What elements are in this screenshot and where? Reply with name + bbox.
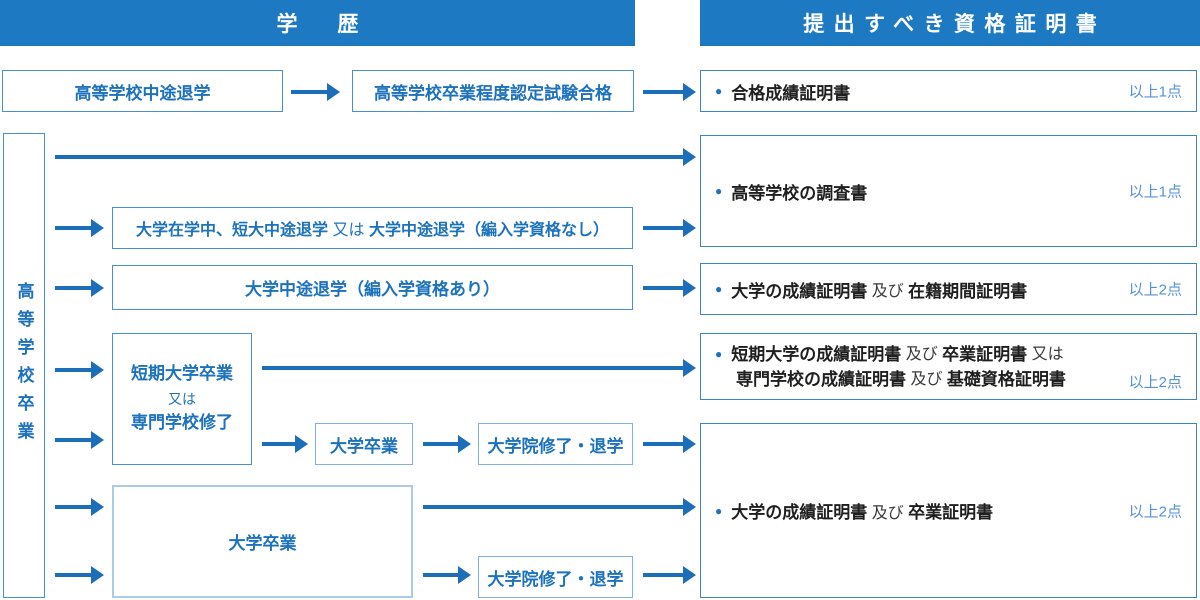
arrow-gradschool-top-to-cert5 <box>643 435 696 453</box>
header-education-history: 学 歴 <box>0 0 635 46</box>
cert-box-passing-transcript: ● 合格成績証明書 以上1点 <box>700 70 1197 112</box>
cert-count: 以上1点 <box>1128 183 1182 201</box>
bullet-icon: ● <box>715 503 723 518</box>
arrow-univgradbig-to-gradschool-bottom <box>423 566 471 584</box>
arrow-hsgrad-to-univenrolled <box>55 219 104 237</box>
arrow-jc-to-univgrad <box>262 435 308 453</box>
header-education-history-label: 学 歴 <box>276 13 368 36</box>
cert-count: 以上1点 <box>1128 83 1182 101</box>
arrow-hsgrad-to-univgradbig-upper <box>55 498 104 516</box>
arrow-equivalency-to-cert1 <box>643 83 696 101</box>
arrow-univgradbig-to-cert5 <box>423 498 696 516</box>
arrow-jc-to-cert4 <box>262 359 696 377</box>
arrow-univgrad-to-gradschool-top <box>423 435 471 453</box>
box-junior-college: 短期大学卒業 又は 専門学校修了 <box>112 333 252 465</box>
bullet-icon: ● <box>715 184 723 198</box>
box-hs-dropout: 高等学校中途退学 <box>2 70 283 112</box>
box-univ-grad-small: 大学卒業 <box>315 423 413 465</box>
cert-count: 以上2点 <box>1128 503 1182 520</box>
arrow-hsgrad-to-univgradbig-lower <box>55 566 104 584</box>
box-univ-grad-big-label: 大学卒業 <box>228 534 297 553</box>
box-univ-dropout-eligible-label: 大学中途退学（編入学資格あり） <box>245 280 500 299</box>
arrow-hsgrad-to-cert2 <box>55 148 696 166</box>
cert-box-univ-transcript-enrollment: ● 大学の成績証明書 及び 在籍期間証明書 以上2点 <box>700 263 1197 315</box>
box-hs-equivalency: 高等学校卒業程度認定試験合格 <box>352 70 634 112</box>
box-hs-dropout-label: 高等学校中途退学 <box>74 83 211 103</box>
box-hs-graduate-label: 高等学校卒業 <box>14 281 34 450</box>
arrow-univdropout-to-cert3 <box>643 279 696 297</box>
header-required-certificates-label: 提出すべき資格証明書 <box>803 13 1107 36</box>
cert-count: 以上2点 <box>1128 374 1182 391</box>
box-grad-school-top: 大学院修了・退学 <box>478 423 633 465</box>
bullet-icon: ● <box>715 282 723 296</box>
cert-box-univ-transcript-diploma: ● 大学の成績証明書 及び 卒業証明書 以上2点 <box>700 423 1197 598</box>
box-grad-school-bottom: 大学院修了・退学 <box>478 556 633 598</box>
arrow-univenrolled-to-cert2 <box>643 219 696 237</box>
box-univ-enrolled-label: 大学在学中、短大中途退学 又は 大学中途退学（編入学資格なし） <box>136 222 609 239</box>
arrow-hsgrad-to-jc-upper <box>55 361 104 379</box>
box-junior-college-label: 短期大学卒業 又は 専門学校修了 <box>131 364 233 433</box>
arrow-gradschool-bottom-to-cert5 <box>643 566 696 584</box>
box-univ-enrolled: 大学在学中、短大中途退学 又は 大学中途退学（編入学資格なし） <box>112 207 633 249</box>
arrow-hsgrad-to-univdropout <box>55 279 104 297</box>
cert-box-jc-vocational: ● 短期大学の成績証明書 及び 卒業証明書 又は 専門学校の成績証明書 及び 基… <box>700 333 1197 400</box>
bullet-icon: ● <box>715 84 723 98</box>
box-univ-dropout-eligible: 大学中途退学（編入学資格あり） <box>112 265 633 310</box>
box-grad-school-bottom-label: 大学院修了・退学 <box>487 569 624 589</box>
arrow-hsgrad-to-jc-lower <box>55 431 104 449</box>
cert-count: 以上2点 <box>1128 281 1182 299</box>
cert-box-hs-report: ● 高等学校の調査書 以上1点 <box>700 135 1197 247</box>
box-univ-grad-big: 大学卒業 <box>112 485 413 598</box>
header-required-certificates: 提出すべき資格証明書 <box>700 0 1200 46</box>
arrow-hsdropout-to-equivalency <box>291 83 340 101</box>
box-grad-school-top-label: 大学院修了・退学 <box>487 436 624 456</box>
box-univ-grad-small-label: 大学卒業 <box>330 436 398 456</box>
box-hs-graduate: 高等学校卒業 <box>3 133 45 598</box>
bullet-icon: ● <box>715 347 723 361</box>
box-hs-equivalency-label: 高等学校卒業程度認定試験合格 <box>374 83 612 103</box>
